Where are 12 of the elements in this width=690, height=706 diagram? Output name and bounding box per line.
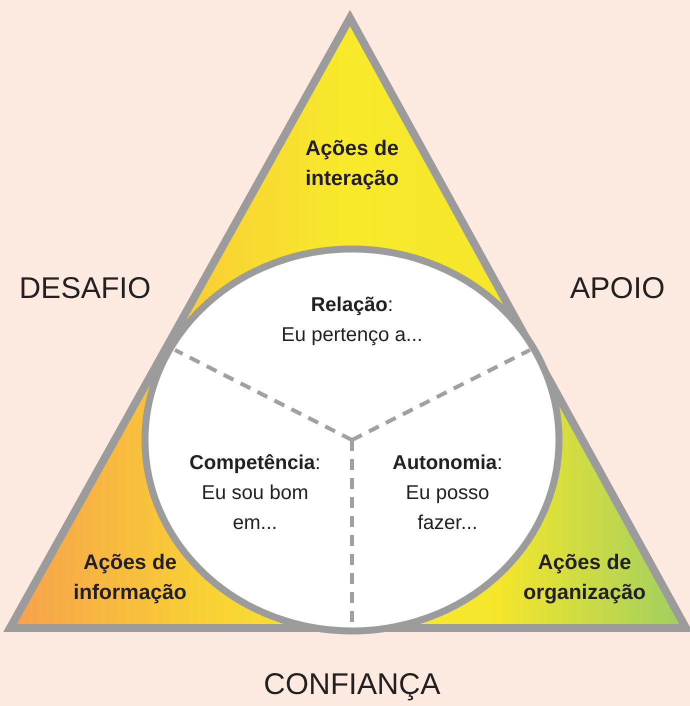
body-text: Eu sou bom em... bbox=[200, 481, 310, 536]
body-text: Eu pertenço a... bbox=[281, 323, 423, 348]
side-label: DESAFIO bbox=[18, 272, 152, 306]
body-text: Eu posso fazer... bbox=[404, 481, 490, 536]
heading-text: Competência: bbox=[189, 451, 321, 476]
region-label: Ações de informação bbox=[45, 548, 215, 608]
side-label: APOIO bbox=[568, 272, 666, 306]
heading-text: Relação: bbox=[310, 293, 394, 318]
side-label: CONFIANÇA bbox=[262, 668, 442, 702]
heading-text: Autonomia: bbox=[392, 451, 502, 476]
region-label: Ações de interação bbox=[292, 134, 412, 194]
region-label: Ações de organização bbox=[497, 548, 672, 608]
